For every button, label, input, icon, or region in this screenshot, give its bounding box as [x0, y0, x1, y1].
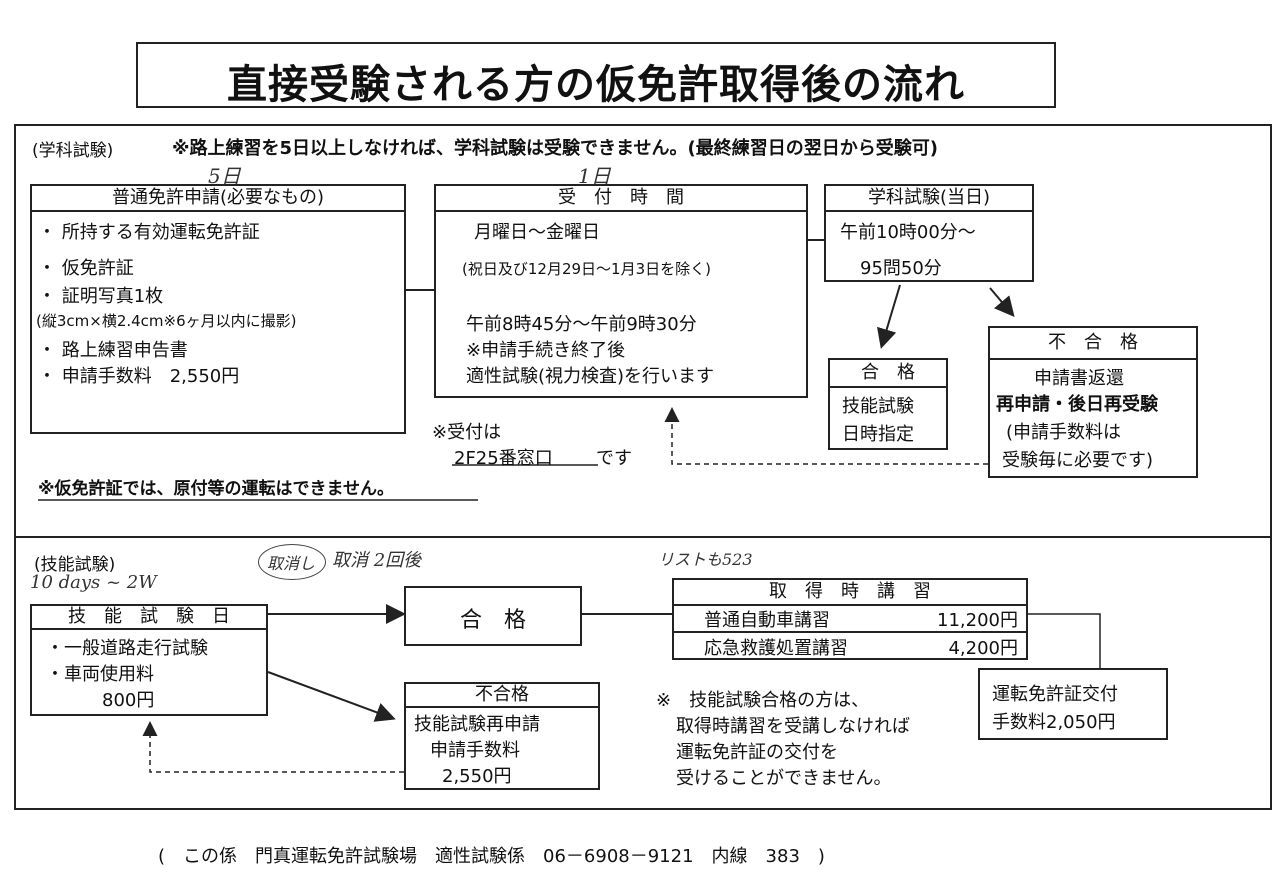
section-written-label: (学科試験): [32, 141, 114, 161]
written-pass-header: 合 格: [830, 360, 946, 388]
skill-fail-line-1: 技能試験再申請: [414, 714, 540, 735]
reception-note-2: 適性試験(視力検査)を行います: [466, 366, 715, 387]
exam-day-duration: 95問50分: [860, 258, 942, 279]
skill-fail-line-2: 申請手数料: [430, 740, 520, 761]
window-note-2: 2F25番窓口: [454, 448, 553, 469]
provisional-license-warning: ※仮免許証では、原付等の運転はできません。: [38, 479, 395, 499]
skill-fail-header: 不合格: [406, 684, 598, 708]
skill-test-line-3: 800円: [102, 690, 155, 711]
req-item-5: ・ 路上練習申告書: [38, 340, 188, 361]
requirements-box: 普通免許申請(必要なもの) ・ 所持する有効運転免許証 ・ 仮免許証 ・ 証明写…: [30, 184, 406, 434]
notice-line-3: 運転免許証の交付を: [676, 742, 838, 763]
course-name: 応急救護処置講習: [704, 638, 848, 659]
handwritten-wait-period: 10 days ~ 2W: [30, 572, 157, 593]
written-fail-box: 不 合 格 申請書返還 再申請・後日再受験 (申請手数料は 受験毎に必要です): [988, 326, 1198, 478]
license-issue-box: 運転免許証交付 手数料2,050円: [978, 668, 1168, 740]
req-item-1: ・ 所持する有効運転免許証: [38, 222, 260, 243]
license-issue-line-1: 運転免許証交付: [992, 684, 1118, 705]
reception-exclusion: (祝日及び12月29日～1月3日を除く): [462, 260, 711, 278]
written-exam-note: ※路上練習を5日以上しなければ、学科試験は受験できません。(最終練習日の翌日から…: [172, 138, 938, 159]
course-fee: 11,200円: [937, 610, 1018, 631]
title-box: 直接受験される方の仮免許取得後の流れ: [136, 42, 1056, 108]
exam-day-header: 学科試験(当日): [826, 186, 1032, 212]
req-item-6: ・ 申請手数料 2,550円: [38, 366, 240, 387]
skill-fail-line-3: 2,550円: [442, 766, 512, 787]
skill-test-line-2: ・車両使用料: [46, 664, 154, 685]
handwritten-note: 取消 2回後: [332, 550, 422, 571]
written-fail-line-4: 受験毎に必要です): [1002, 450, 1154, 471]
license-issue-line-2: 手数料2,050円: [992, 712, 1116, 733]
notice-line-4: 受けることができません。: [676, 768, 892, 789]
notice-line-2: 取得時講習を受講しなければ: [676, 716, 910, 737]
exam-day-box: 学科試験(当日) 午前10時00分～ 95問50分: [824, 184, 1034, 282]
skill-test-header: 技 能 試 験 日: [32, 606, 266, 630]
reception-header: 受 付 時 間: [436, 186, 806, 212]
page-title: 直接受験される方の仮免許取得後の流れ: [227, 62, 965, 108]
contact-footer: ( この係 門真運転免許試験場 適性試験係 06－6908－9121 内線 38…: [158, 846, 825, 867]
req-item-4: (縦3cm×横2.4cm※6ヶ月以内に撮影): [36, 312, 297, 330]
reception-box: 受 付 時 間 月曜日～金曜日 (祝日及び12月29日～1月3日を除く) 午前8…: [434, 184, 808, 398]
handwritten-note-2: リストも523: [658, 550, 753, 569]
handwritten-circle-mark: 取消し: [258, 544, 326, 580]
exam-day-start: 午前10時00分～: [840, 222, 976, 243]
skill-pass-box: 合 格: [404, 586, 582, 646]
written-fail-header: 不 合 格: [990, 328, 1196, 360]
reception-time: 午前8時45分～午前9時30分: [466, 314, 697, 335]
written-fail-line-2: 再申請・後日再受験: [996, 394, 1158, 415]
notice-line-1: ※ 技能試験合格の方は、: [656, 690, 870, 711]
window-note-1: ※受付は: [432, 422, 502, 443]
window-note-3: です: [596, 448, 632, 469]
course-name: 普通自動車講習: [704, 610, 830, 631]
section-skill-label: (技能試験): [34, 555, 116, 575]
reception-days: 月曜日～金曜日: [474, 222, 600, 243]
written-pass-line-1: 技能試験: [842, 396, 914, 417]
course-fee: 4,200円: [948, 638, 1018, 659]
course-row: 普通自動車講習 11,200円: [674, 604, 1026, 633]
written-pass-box: 合 格 技能試験 日時指定: [828, 358, 948, 450]
course-row: 応急救護処置講習 4,200円: [674, 632, 1026, 659]
skill-test-line-1: ・一般道路走行試験: [46, 638, 208, 659]
written-pass-line-2: 日時指定: [842, 424, 914, 445]
skill-pass-label: 合 格: [459, 608, 526, 633]
handwritten-circle-text: 取消し: [267, 554, 316, 573]
skill-fail-box: 不合格 技能試験再申請 申請手数料 2,550円: [404, 682, 600, 790]
written-fail-line-3: (申請手数料は: [1006, 422, 1122, 443]
requirements-header: 普通免許申請(必要なもの): [32, 186, 404, 212]
courses-header: 取 得 時 講 習: [674, 580, 1026, 606]
req-item-3: ・ 証明写真1枚: [38, 286, 164, 307]
req-item-2: ・ 仮免許証: [38, 258, 134, 279]
reception-note-1: ※申請手続き終了後: [466, 340, 626, 361]
courses-box: 取 得 時 講 習 普通自動車講習 11,200円 応急救護処置講習 4,200…: [672, 578, 1028, 660]
written-fail-line-1: 申請書返還: [1034, 368, 1124, 389]
skill-test-box: 技 能 試 験 日 ・一般道路走行試験 ・車両使用料 800円: [30, 604, 268, 716]
